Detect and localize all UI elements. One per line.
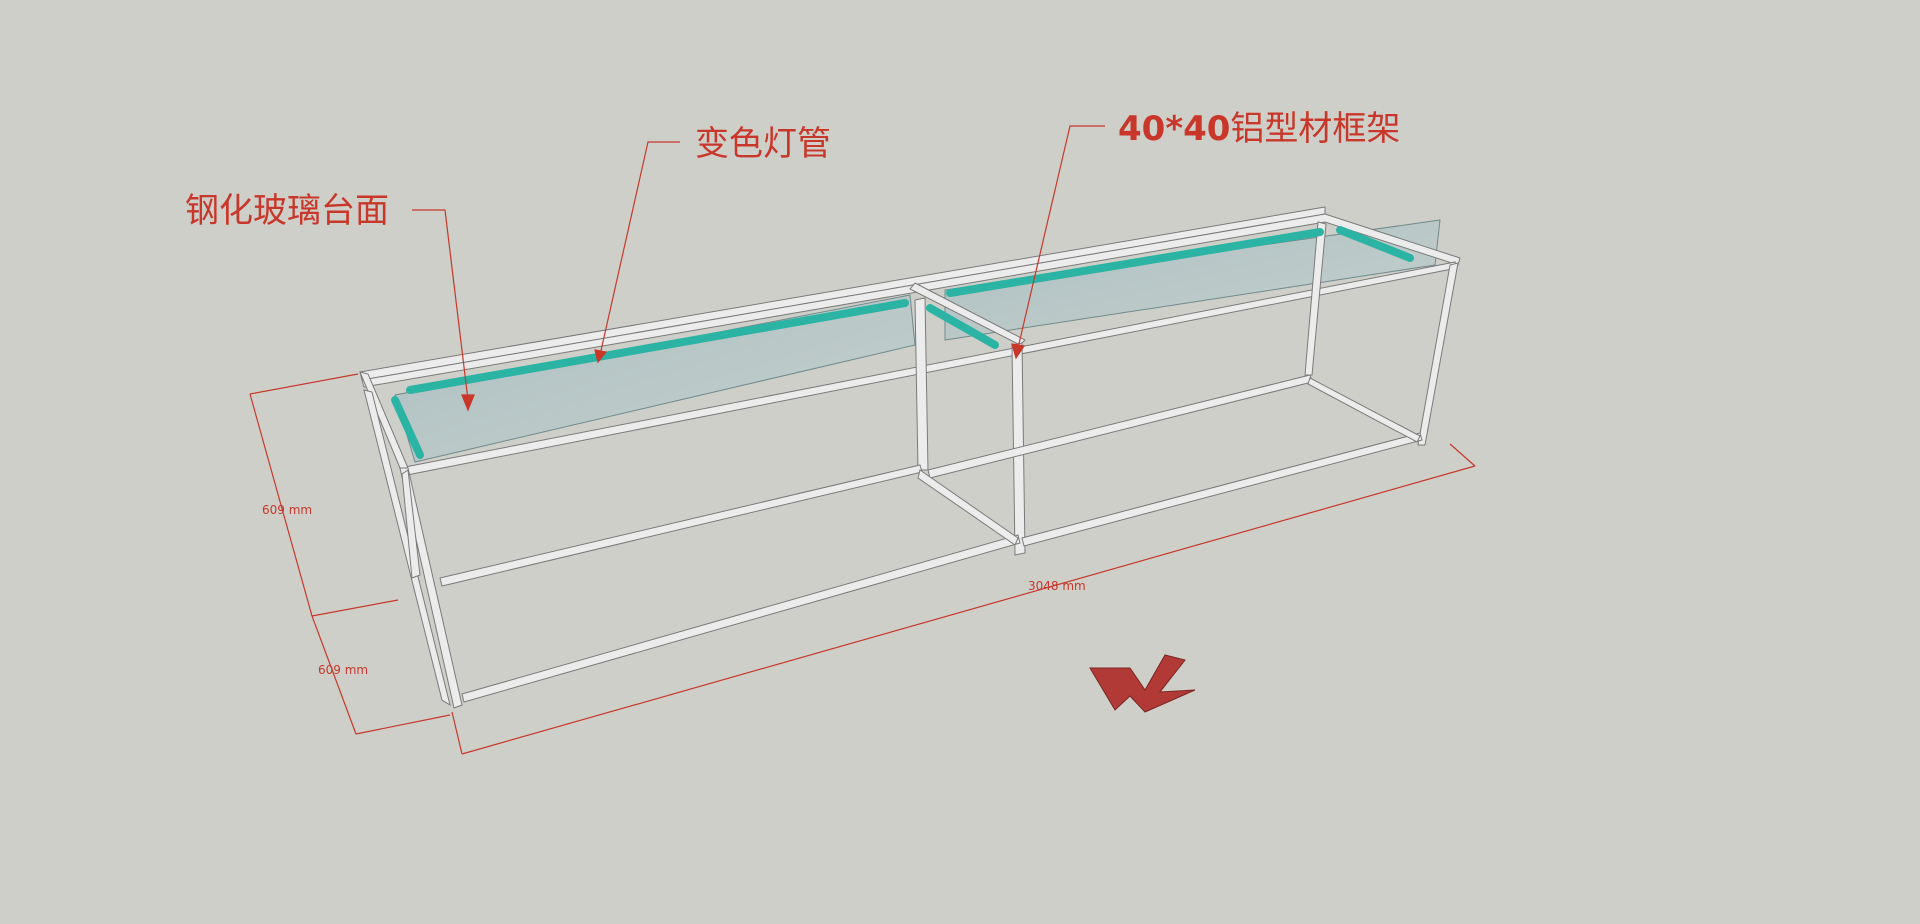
dimension-length: 3048 mm: [1028, 579, 1086, 593]
label-led-tube: 变色灯管: [695, 124, 831, 164]
label-glass-top: 钢化玻璃台面: [185, 191, 389, 231]
aluminum-frame: [359, 206, 1461, 709]
label-frame-bold: 40*40: [1118, 109, 1230, 149]
led-tubes: [391, 226, 1414, 459]
dimension-depth: 609 mm: [318, 663, 368, 677]
axis-k-icon: [1089, 654, 1196, 713]
dimension-lines: [249, 373, 1476, 755]
callout-leaders: [412, 125, 1105, 412]
label-frame: 40*40铝型材框架: [1118, 109, 1400, 149]
dimension-height: 609 mm: [262, 503, 312, 517]
label-frame-rest: 铝型材框架: [1230, 109, 1400, 149]
